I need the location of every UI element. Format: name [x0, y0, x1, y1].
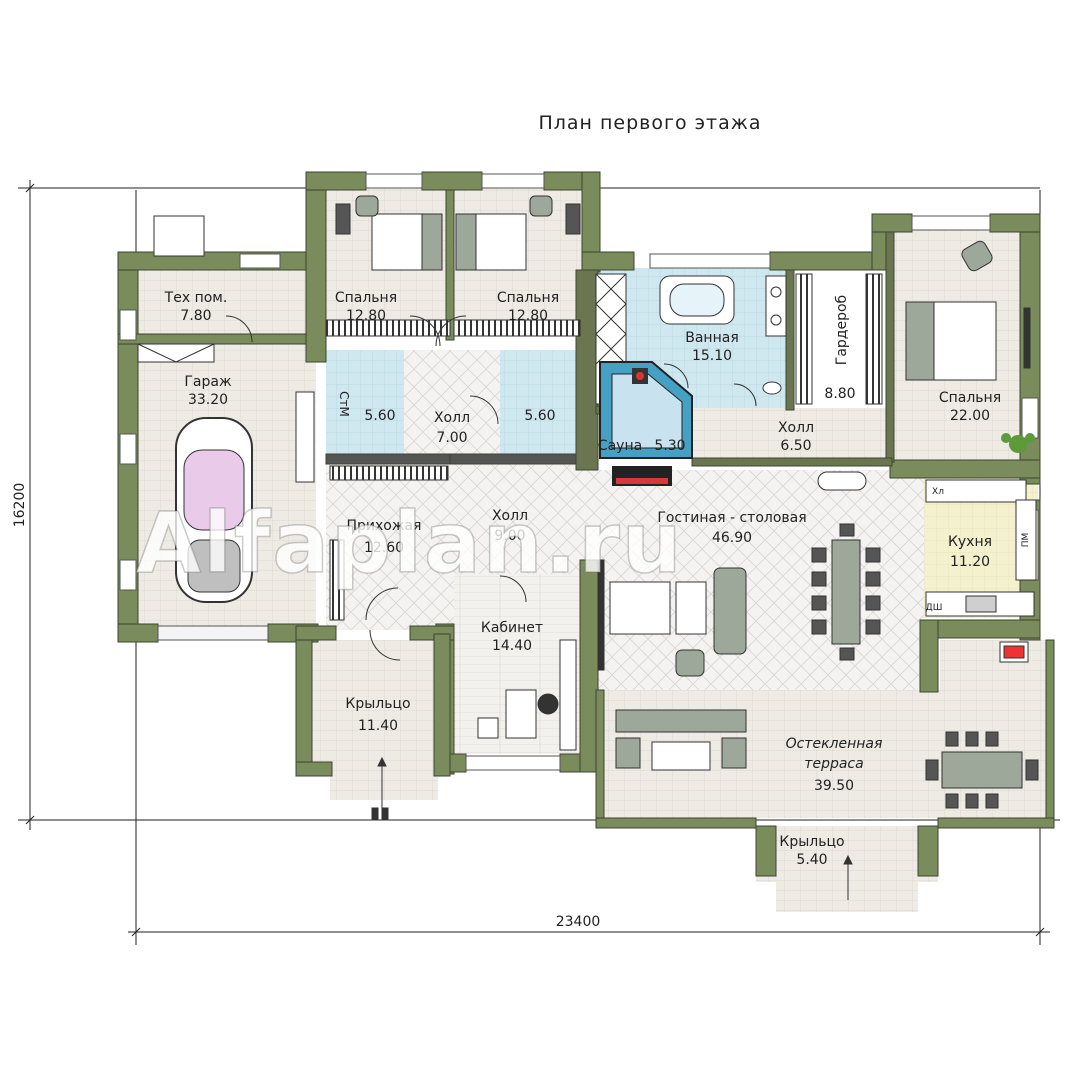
floor-hall3 [454, 462, 580, 574]
room-floors [136, 188, 1052, 912]
dw2-label: ДШ [926, 603, 943, 613]
room-name-hall3: Холл [492, 508, 528, 524]
room-area-tech: 7.80 [180, 308, 211, 324]
terrace-furniture [615, 709, 1039, 809]
entry-arrows [371, 756, 853, 900]
room-name-garage: Гараж [184, 374, 232, 390]
room-name-porch1: Крыльцо [345, 696, 410, 712]
bathtub [659, 275, 787, 395]
room-area-office: 14.40 [492, 638, 532, 654]
plant [1001, 433, 1035, 453]
floor-wc1 [326, 350, 404, 454]
room-name-bathroom: Ванная [685, 330, 739, 346]
room-name-office: Кабинет [481, 620, 543, 636]
floor-porch1 [310, 640, 438, 770]
room-area-wc2: 5.60 [524, 408, 555, 424]
room-area-entry: 12.60 [364, 540, 404, 556]
room-area-hall3: 9.00 [494, 528, 525, 544]
room-name-hall1: Холл [434, 410, 470, 426]
room-labels: Тех пом. 7.80 Гараж 33.20 Спальня 12.80 … [164, 290, 1001, 868]
room-name-terrace-line1: Остекленная [786, 736, 883, 752]
room-name-hall2: Холл [778, 420, 814, 436]
room-area-garage: 33.20 [188, 392, 228, 408]
room-name-wardrobe: Гардероб [834, 295, 850, 365]
room-area-bedroom2: 12.80 [508, 308, 548, 324]
kitchen-furniture [925, 479, 1037, 663]
room-name-bedroom3: Спальня [939, 390, 1001, 406]
dimension-width: 23400 [556, 914, 601, 930]
room-area-porch2: 5.40 [796, 852, 827, 868]
office-furniture [477, 639, 577, 751]
floor-hall1 [404, 350, 500, 462]
room-name-sauna: Сауна [598, 438, 642, 454]
living-furniture [597, 471, 881, 671]
dimension-depth: 16200 [12, 483, 28, 528]
armchairs [355, 195, 993, 677]
fireplace-strip [612, 466, 672, 486]
room-area-hall1: 7.00 [436, 430, 467, 446]
room-name-living: Гостиная - столовая [657, 510, 806, 526]
floor-porch1-steps [330, 770, 438, 800]
room-area-porch1: 11.40 [358, 718, 398, 734]
stm-label: СтМ [337, 391, 351, 417]
room-area-wc1: 5.60 [364, 408, 395, 424]
room-area-bathroom: 15.10 [692, 348, 732, 364]
floor-hall2 [692, 408, 890, 462]
room-name-terrace-line2: терраса [804, 756, 863, 772]
floor-porch2 [756, 826, 938, 882]
room-area-kitchen: 11.20 [950, 554, 990, 570]
floor-terrace-side [940, 640, 1050, 690]
floor-tech [136, 268, 316, 342]
room-name-tech: Тех пом. [164, 290, 228, 306]
room-area-bedroom1: 12.80 [346, 308, 386, 324]
room-area-living: 46.90 [712, 530, 752, 546]
room-area-terrace: 39.50 [814, 778, 854, 794]
floor-wc2 [500, 350, 580, 462]
room-name-porch2: Крыльцо [779, 834, 844, 850]
closets [137, 273, 883, 621]
dishwasher-label: ПМ [1021, 533, 1031, 548]
room-area-sauna: 5.30 [654, 438, 685, 454]
room-name-kitchen: Кухня [948, 534, 992, 550]
beds [335, 203, 1031, 381]
car [175, 417, 253, 603]
watermark-logo: Alfaplan.ru [136, 494, 684, 592]
room-name-entry: Прихожая [347, 518, 422, 534]
plan-title: План первого этажа [538, 112, 762, 134]
room-name-bedroom2: Спальня [497, 290, 559, 306]
floor-porch2-steps [776, 882, 918, 912]
sauna-block [599, 361, 693, 459]
room-area-bedroom3: 22.00 [950, 408, 990, 424]
room-area-wardrobe: 8.80 [824, 386, 855, 402]
room-area-hall2: 6.50 [780, 438, 811, 454]
floor-entry [326, 462, 454, 630]
room-name-bedroom1: Спальня [335, 290, 397, 306]
fridge-label: Хл [932, 487, 944, 497]
tech-outdoor-vestibule [153, 215, 205, 257]
